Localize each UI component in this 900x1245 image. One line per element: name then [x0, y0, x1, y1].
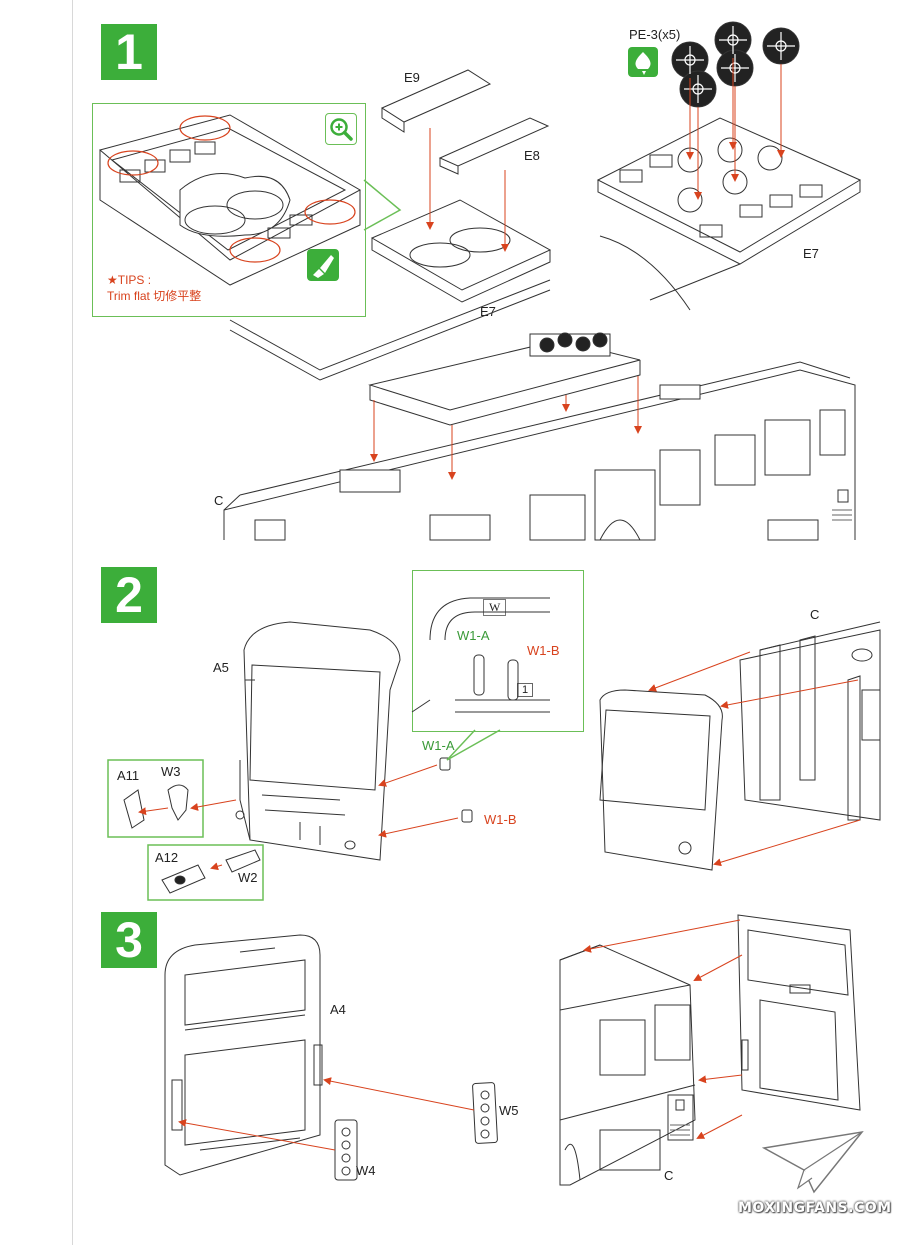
part-label-w1b: W1-B	[484, 812, 517, 827]
zoom-in-icon	[325, 113, 357, 145]
trim-circles	[107, 115, 356, 263]
rear-panel-a4	[164, 934, 323, 1176]
part-label-e7: E7	[480, 304, 496, 319]
part-label-a5: A5	[213, 660, 229, 675]
sprue-w-label: W	[483, 599, 507, 616]
step2-detail-callout: W W1-A W1-B 1	[412, 570, 584, 732]
tips-block: ★TIPS : Trim flat 切修平整	[107, 272, 201, 304]
tips-title: ★TIPS :	[107, 273, 152, 287]
part-label-w2: W2	[238, 870, 258, 885]
part-label-c-step3: C	[664, 1168, 674, 1183]
part-label-e7-right: E7	[803, 246, 819, 261]
part-label-c-step2: C	[810, 607, 820, 622]
step-2-badge: 2	[101, 567, 157, 623]
part-label-a12: A12	[155, 850, 179, 865]
part-label-w4: W4	[356, 1163, 376, 1178]
paper-plane-logo-icon	[762, 1130, 864, 1194]
tips-text: Trim flat 切修平整	[107, 289, 202, 303]
e7-fan-recesses	[619, 137, 823, 238]
part-label-w1a: W1-A	[422, 738, 455, 753]
callout-w1a-label: W1-A	[457, 628, 490, 643]
part-label-c-step1: C	[214, 493, 224, 508]
part-label-e8: E8	[524, 148, 540, 163]
hobby-knife-icon	[307, 249, 339, 281]
step-1-badge: 1	[101, 24, 157, 80]
light-strip-w5	[472, 1082, 498, 1144]
part-label-e9: E9	[404, 70, 420, 85]
front-panel-a5	[235, 621, 401, 861]
light-strip-w4	[334, 1119, 358, 1181]
bus-body-c-step3	[559, 944, 696, 1186]
bus-body-c-step2	[599, 621, 881, 871]
part-label-w3: W3	[161, 764, 181, 779]
bus-body-c-step1	[223, 361, 856, 541]
watermark-text: MOXINGFANS.COM	[738, 1200, 892, 1216]
part-label-w5: W5	[499, 1103, 519, 1118]
part-label-a4: A4	[330, 1002, 346, 1017]
page-margin-line	[72, 0, 73, 1245]
paint-drop-icon	[628, 47, 658, 77]
e7-zoomed-tray	[98, 114, 362, 286]
step-3-badge: 3	[101, 912, 157, 968]
part-label-pe3: PE-3(x5)	[629, 27, 681, 42]
callout-w1b-label: W1-B	[527, 643, 560, 658]
part-label-a11: A11	[117, 768, 140, 783]
rear-wall-frame	[737, 914, 861, 1111]
